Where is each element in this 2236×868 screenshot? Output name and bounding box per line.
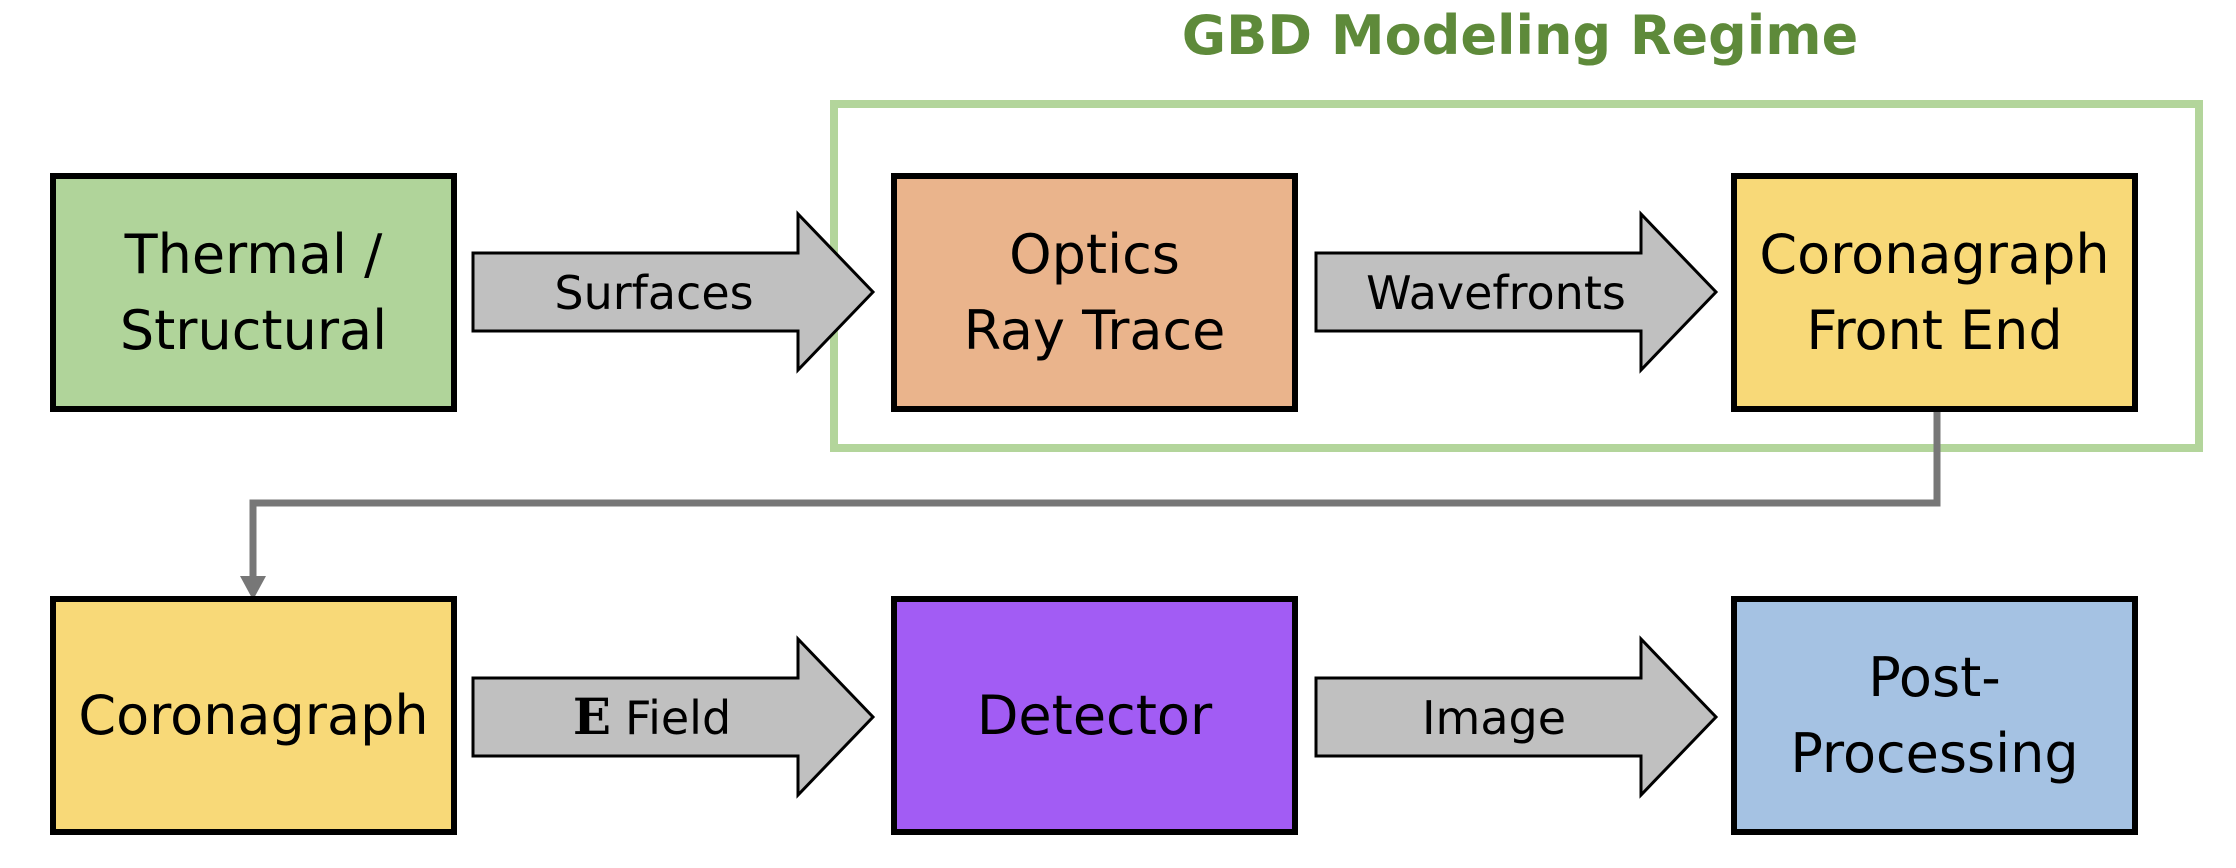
box-optics-ray-trace-line-1: Optics [1009, 222, 1180, 286]
arrow-image: Image [1314, 635, 1719, 799]
box-thermal-structural: Thermal / Structural [50, 173, 457, 412]
e-field-symbol: E [573, 687, 611, 746]
arrow-wavefronts-label: Wavefronts [1366, 266, 1626, 320]
box-coronagraph-front-end-line-1: Coronagraph [1759, 222, 2110, 286]
arrow-surfaces-label: Surfaces [554, 266, 753, 320]
connector-line [249, 412, 1941, 578]
box-optics-ray-trace-line-2: Ray Trace [963, 298, 1226, 362]
box-thermal-structural-line-2: Structural [119, 298, 388, 362]
arrow-e-field-shape [471, 635, 876, 799]
arrow-e-field: E Field [471, 635, 876, 799]
e-field-label: Field [625, 691, 731, 745]
arrow-image-shape [1314, 635, 1719, 799]
box-optics-ray-trace: Optics Ray Trace [891, 173, 1298, 412]
arrow-e-field-text: E Field [573, 687, 731, 746]
region-title: GBD Modeling Regime [1181, 4, 1859, 67]
box-thermal-structural-line-1: Thermal / [124, 222, 383, 286]
connector-arrowhead [240, 576, 266, 600]
arrow-wavefronts-shape [1314, 210, 1719, 374]
arrow-surfaces-shape [471, 210, 876, 374]
box-coronagraph-front-end: Coronagraph Front End [1731, 173, 2138, 412]
box-coronagraph-front-end-line-2: Front End [1806, 298, 2063, 362]
box-post-processing: Post- Processing [1731, 596, 2138, 835]
arrow-image-label: Image [1422, 691, 1566, 745]
box-coronagraph: Coronagraph [50, 596, 457, 835]
box-post-processing-line-2: Processing [1790, 721, 2079, 785]
box-detector: Detector [891, 596, 1298, 835]
arrow-wavefronts: Wavefronts [1314, 210, 1719, 374]
box-coronagraph-line-1: Coronagraph [78, 683, 429, 747]
box-detector-line-1: Detector [976, 683, 1213, 747]
arrow-surfaces: Surfaces [471, 210, 876, 374]
box-post-processing-line-1: Post- [1868, 645, 2001, 709]
